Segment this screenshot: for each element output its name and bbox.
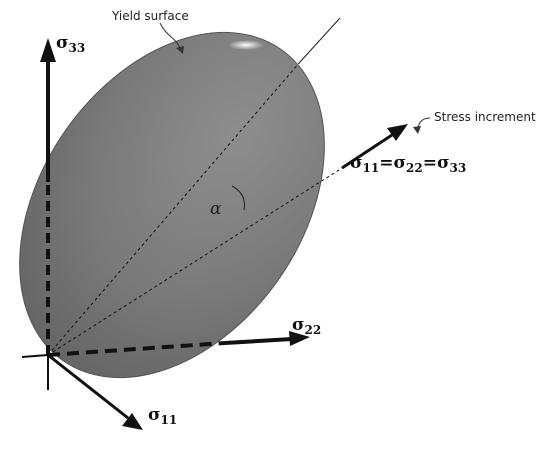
sigma22-label: σ22 — [292, 315, 321, 337]
curved-pointer-icon — [159, 22, 181, 49]
sigma22-axis-solid — [224, 337, 293, 345]
sigma22-axis-tail — [21, 354, 49, 358]
sigma11-label: σ11 — [148, 405, 177, 427]
yield-surface — [19, 31, 325, 379]
arrow-head-icon — [387, 124, 408, 141]
stress-increment-dotted — [47, 167, 343, 356]
surface-highlight — [228, 40, 264, 50]
sigma11-axis — [47, 353, 129, 420]
sigma22-axis-dashed — [47, 341, 226, 357]
arrow-head-icon — [289, 331, 310, 346]
pointer-arrowhead-icon — [413, 126, 421, 134]
yield-surface-label: Yield surface — [111, 9, 189, 23]
arrow-head-icon — [40, 38, 56, 62]
arrow-head-icon — [122, 413, 143, 430]
hydrostatic-axis-solid — [299, 17, 341, 63]
hydrostatic-label: σ11=σ22=σ33 — [350, 153, 466, 175]
sigma33-label: σ33 — [56, 33, 85, 55]
stress-increment-arrow — [341, 133, 393, 170]
alpha-label: α — [210, 199, 222, 219]
alpha-arc — [231, 185, 245, 211]
yield-surface-ellipsoid — [19, 31, 325, 379]
pointer-arrowhead-icon — [176, 46, 184, 54]
hydrostatic-axis-dotted — [47, 61, 301, 356]
stress-increment-label: Stress increment — [434, 110, 536, 124]
